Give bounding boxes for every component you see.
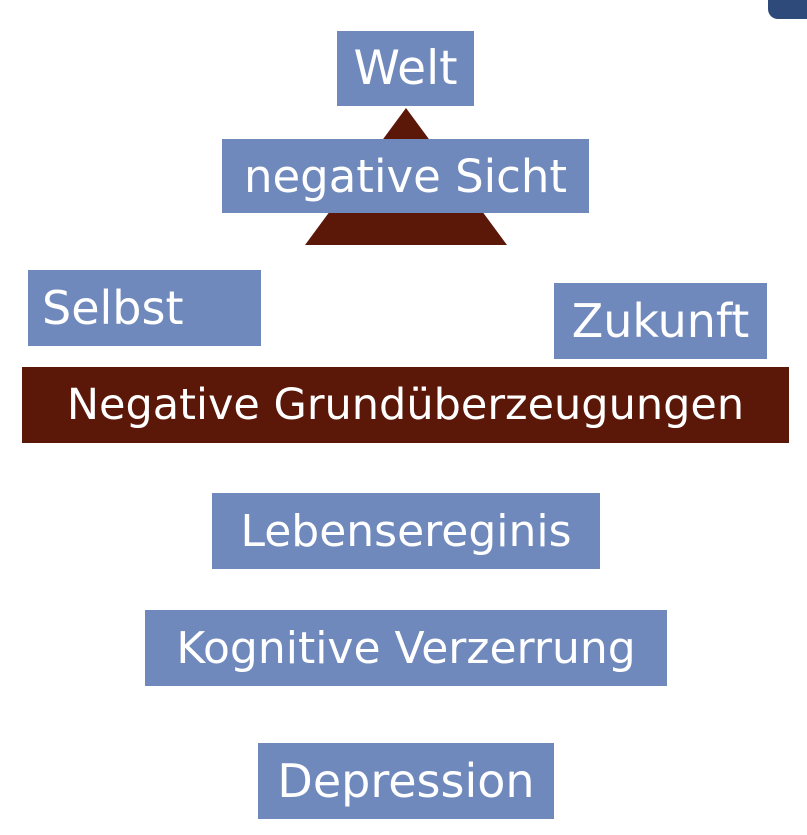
corner-tab [768,0,807,19]
node-negative-grundueberzeugungen: Negative Grundüberzeugungen [22,367,789,443]
node-kognitive-verzerrung: Kognitive Verzerrung [145,610,667,686]
node-selbst: Selbst [28,270,261,346]
node-depression: Depression [258,743,554,819]
node-selbst-label: Selbst [42,281,184,335]
node-zukunft: Zukunft [554,283,767,359]
node-kognitive-verzerrung-label: Kognitive Verzerrung [176,622,636,674]
node-negative-sicht: negative Sicht [222,139,589,213]
node-lebensereignis: Lebensereginis [212,493,600,569]
node-negative-grundueberzeugungen-label: Negative Grundüberzeugungen [66,380,745,430]
node-welt: Welt [337,31,474,106]
node-lebensereignis-label: Lebensereginis [240,505,572,557]
node-negative-sicht-label: negative Sicht [243,149,568,203]
node-welt-label: Welt [353,41,458,96]
node-depression-label: Depression [277,754,535,808]
node-zukunft-label: Zukunft [571,294,750,348]
